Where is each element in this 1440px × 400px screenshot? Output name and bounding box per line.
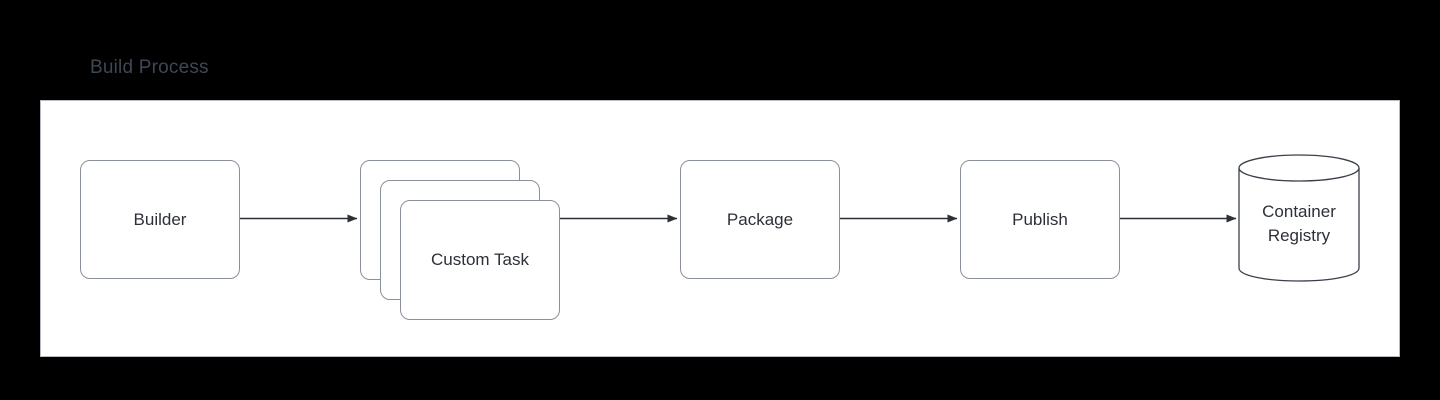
page-title: Build Process bbox=[90, 57, 209, 78]
node-container-registry[interactable] bbox=[1238, 154, 1360, 282]
node-publish[interactable]: Publish bbox=[960, 160, 1120, 279]
cylinder-icon bbox=[1238, 154, 1360, 282]
node-custom-task[interactable]: Custom Task bbox=[400, 200, 560, 320]
node-builder-label: Builder bbox=[133, 209, 187, 229]
node-package-label: Package bbox=[726, 209, 794, 229]
node-package[interactable]: Package bbox=[680, 160, 840, 279]
node-custom-task-label: Custom Task bbox=[431, 250, 529, 269]
node-publish-label: Publish bbox=[1012, 209, 1068, 229]
node-container-registry-label: Container Registry bbox=[1262, 202, 1336, 245]
node-builder[interactable]: Builder bbox=[80, 160, 240, 279]
